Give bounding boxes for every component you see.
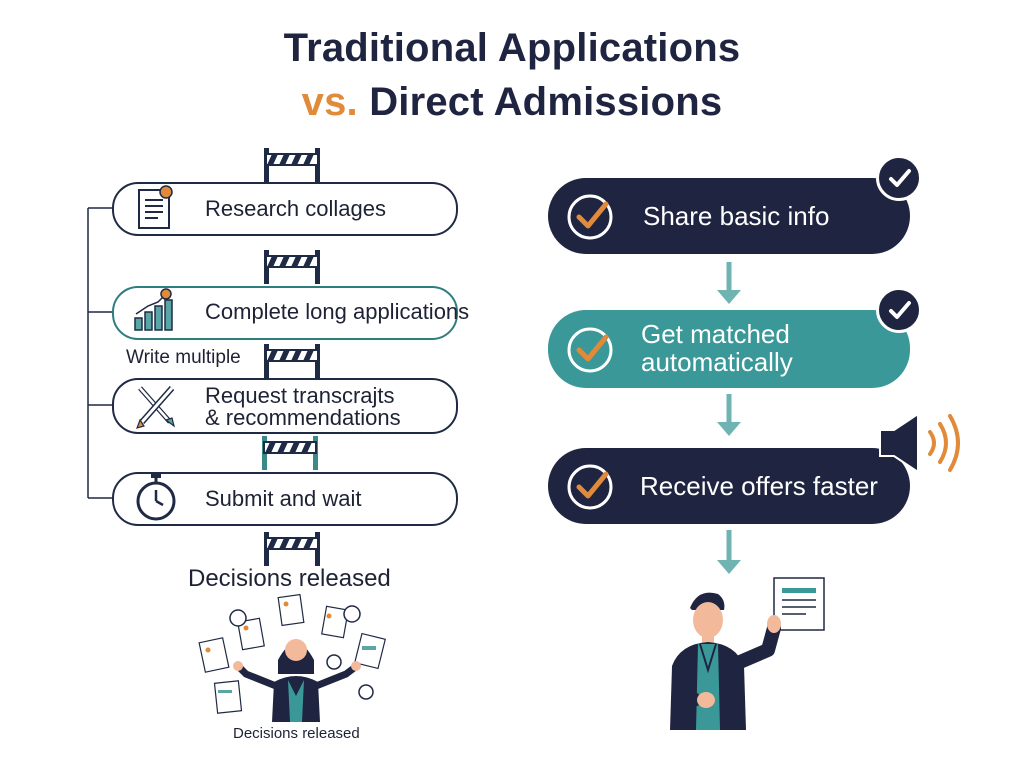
bar-chart-icon	[134, 288, 173, 331]
direct-step-label-line: automatically	[641, 347, 793, 377]
title-line-2: vs. Direct Admissions	[0, 80, 1024, 125]
check-badge-icon	[876, 155, 922, 201]
down-arrow-icon	[717, 530, 741, 574]
down-arrow-icon	[717, 262, 741, 304]
stressed-student-illustration	[198, 593, 386, 722]
step-label-line: Request transcrajts	[205, 383, 395, 408]
title-direct-admissions: Direct Admissions	[357, 80, 723, 124]
step-label-line: & recommendations	[205, 405, 401, 430]
barrier-icon	[264, 250, 320, 284]
pencil-ruler-icon	[136, 386, 175, 429]
direct-step-label: Get matched automatically	[641, 320, 793, 376]
orange-check-icon	[567, 464, 613, 510]
check-badge-icon	[876, 287, 922, 333]
down-arrow-icon	[717, 394, 741, 436]
decisions-released-label: Decisions released	[188, 565, 391, 592]
orange-check-icon	[567, 327, 613, 373]
barrier-icon	[264, 532, 320, 566]
orange-check-icon	[567, 194, 613, 240]
direct-step-receive-offers	[548, 448, 910, 524]
barrier-icon	[264, 148, 320, 182]
step-label: Complete long applications	[205, 299, 470, 324]
direct-step-label-line: Get matched	[641, 319, 790, 349]
direct-step-share-info	[548, 178, 910, 254]
document-icon	[138, 185, 173, 229]
direct-step-get-matched	[548, 310, 910, 388]
step-submit-wait	[112, 472, 458, 526]
stopwatch-icon	[136, 473, 176, 521]
step-label: Research collages	[205, 196, 386, 221]
happy-student-illustration	[670, 577, 825, 730]
title-line-1: Traditional Applications	[283, 26, 741, 70]
step-label: Request transcrajts & recommendations	[205, 385, 401, 429]
megaphone-icon	[879, 412, 960, 474]
direct-step-label: Receive offers faster	[640, 471, 878, 501]
title-vs: vs.	[301, 80, 358, 124]
step-label: Submit and wait	[205, 486, 362, 511]
side-note: Write multiple	[126, 347, 241, 368]
illustration-caption: Decisions released	[233, 725, 360, 742]
direct-step-label: Share basic info	[643, 201, 830, 231]
barrier-icon	[262, 436, 318, 470]
barrier-icon	[264, 344, 320, 378]
